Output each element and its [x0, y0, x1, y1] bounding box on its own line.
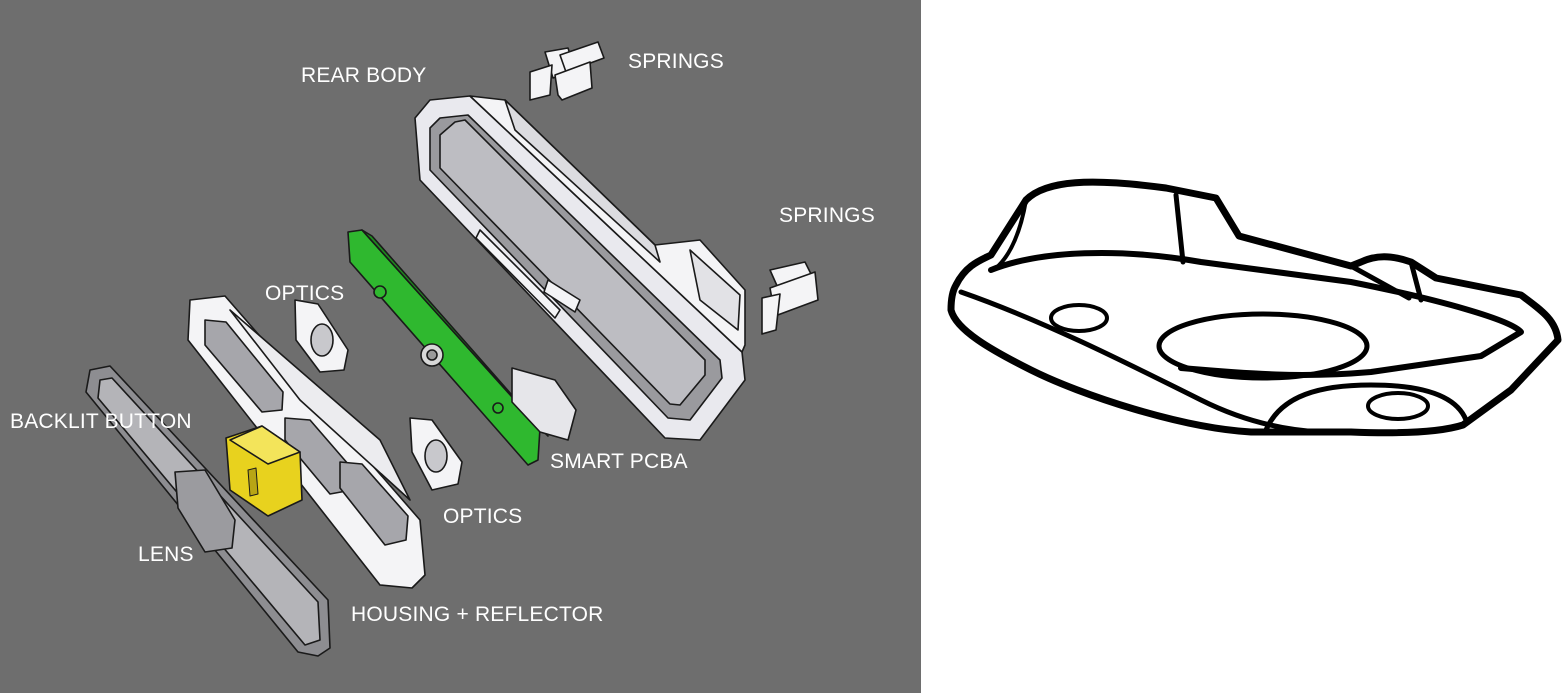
exploded-assembly-drawing [85, 41, 819, 657]
lens-part [85, 365, 331, 657]
bracket-drawing-panel [921, 0, 1562, 693]
rear-body-part [414, 95, 746, 441]
optics-lower-part [409, 417, 463, 491]
spring-right-part [761, 261, 819, 335]
optics-upper-part [294, 299, 349, 373]
housing-reflector-part [187, 295, 426, 589]
bracket-hole-large [1156, 311, 1370, 381]
label-backlit-button: BACKLIT BUTTON [10, 410, 192, 433]
label-optics-lower: OPTICS [443, 505, 523, 528]
bracket-inner-line [958, 289, 1324, 435]
spring-top-part [529, 41, 605, 101]
exploded-assembly-panel: REAR BODY SPRINGS SPRINGS OPTICS BACKLIT… [0, 0, 921, 693]
backlit-button-part [225, 425, 303, 517]
label-smart-pcba: SMART PCBA [550, 450, 688, 473]
bracket-plate-edge [988, 250, 1524, 378]
bracket-hole-small-right [1366, 391, 1430, 421]
bracket-hole-small-left [1049, 303, 1109, 333]
label-rear-body: REAR BODY [301, 64, 427, 87]
bracket-outline [947, 178, 1562, 437]
bracket-lower-contour [1263, 382, 1469, 433]
smart-pcba-part [347, 229, 577, 466]
label-optics-upper: OPTICS [265, 282, 345, 305]
bracket-wall-line [994, 198, 1028, 270]
label-housing-reflector: HOUSING + REFLECTOR [351, 603, 604, 626]
bracket-raised-tab [1173, 192, 1424, 303]
bracket-drawing [947, 178, 1562, 437]
label-springs-right: SPRINGS [779, 204, 875, 227]
label-lens: LENS [138, 543, 194, 566]
label-springs-top: SPRINGS [628, 50, 724, 73]
